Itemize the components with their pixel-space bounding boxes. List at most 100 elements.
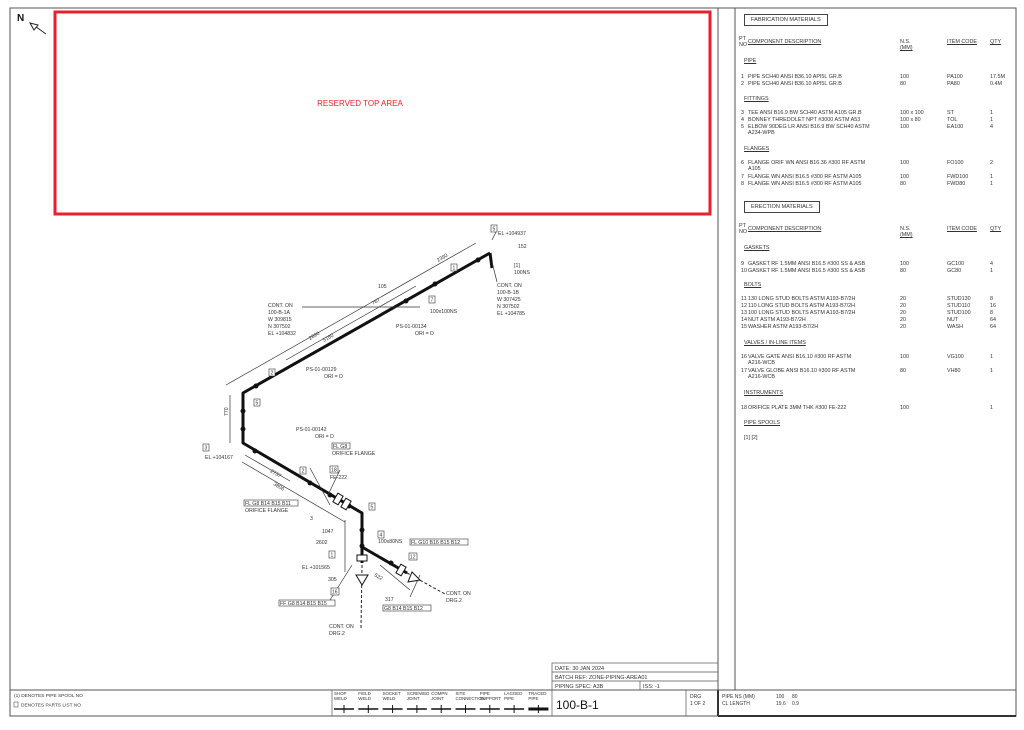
svg-text:ORI = D: ORI = D: [415, 331, 434, 337]
dimension-label: 3: [310, 516, 313, 522]
nominal-size: 100 x 100: [900, 110, 924, 116]
svg-text:PIPE: PIPE: [504, 696, 514, 701]
svg-text:COMPN: COMPN: [431, 691, 447, 696]
item-code: FWD80: [947, 181, 966, 187]
quantity: 1: [990, 110, 993, 116]
svg-text:TRACED: TRACED: [528, 691, 546, 696]
svg-text:N 307502: N 307502: [497, 304, 520, 310]
svg-text:100-B-1B: 100-B-1B: [497, 290, 519, 296]
spool-label: [1]: [514, 263, 520, 269]
part-number: 13: [741, 310, 747, 316]
component-description: A216-WCB: [748, 360, 775, 366]
svg-text:WELD: WELD: [383, 696, 396, 701]
component-description: PIPE SCH40 ANSI B36.10 API5L GR.B: [748, 74, 842, 80]
pipe-spool-links: [1] [2]: [744, 435, 758, 441]
instrument-tag: FE-222: [330, 475, 347, 481]
header-item-code: ITEM CODE: [947, 39, 977, 45]
nominal-size: 80: [900, 268, 906, 274]
item-code: FWD100: [947, 174, 969, 180]
nominal-size: 80: [900, 368, 906, 374]
section-header: BOLTS: [744, 282, 762, 288]
continuation-label: CONT. ON: [268, 303, 293, 309]
svg-text:ORI = D: ORI = D: [324, 374, 343, 380]
svg-text:PIPE: PIPE: [528, 696, 538, 701]
svg-text:SHOP: SHOP: [334, 691, 347, 696]
component-description: A105: [748, 166, 761, 172]
quantity: 2: [990, 160, 993, 166]
item-code: STUD130: [947, 296, 971, 302]
svg-text:EL +104785: EL +104785: [497, 311, 525, 317]
svg-text:JOINT: JOINT: [407, 696, 420, 701]
flange-label: ORIFICE FLANGE: [245, 508, 289, 514]
component-description: TEE ANSI B16.9 BW SCH40 ASTM A105 GR.B: [748, 110, 862, 116]
part-number: 15: [741, 324, 747, 330]
erection-materials-title: ERECTION MATERIALS: [744, 201, 820, 213]
header-no: NO: [739, 42, 748, 48]
item-code: GC80: [947, 268, 962, 274]
quantity: 4: [990, 124, 993, 130]
svg-text:JOINT: JOINT: [431, 696, 444, 701]
part-number: 6: [741, 160, 744, 166]
quantity: 0.4M: [990, 81, 1002, 87]
flange-symbols: [332, 492, 422, 586]
svg-text:19.6: 19.6: [776, 701, 786, 707]
support-label: PS-01-00129: [306, 367, 337, 373]
header-mm: (MM): [900, 232, 913, 238]
dimension-label: 2602: [316, 540, 328, 546]
header-ns: N.S.: [900, 39, 911, 45]
dimension-label: 2390: [436, 253, 449, 264]
header-no: NO: [739, 229, 748, 235]
component-description: GASKET RF 1.5MM ANSI B16.5 #300 SS & ASB: [748, 268, 866, 274]
item-code: VG100: [947, 354, 964, 360]
header-ns: N.S.: [900, 226, 911, 232]
component-description: 130 LONG STUD BOLTS ASTM A193-B7/2H: [748, 296, 856, 302]
nominal-size: 20: [900, 310, 906, 316]
dimension-label: 522: [373, 573, 384, 583]
nominal-size: 100: [900, 354, 909, 360]
quantity: 17.5M: [990, 74, 1005, 80]
header-item-code: ITEM CODE: [947, 226, 977, 232]
title-block-text: DATE: 30 JAN 2024 BATCH REF: ZONE-PIPING…: [555, 666, 660, 690]
header-description: COMPONENT DESCRIPTION: [748, 226, 822, 232]
flange-label: ORIFICE FLANGE: [332, 451, 376, 457]
part-number: 12: [741, 303, 747, 309]
quantity: 1: [990, 181, 993, 187]
component-description: 110 LONG STUD BOLTS ASTM A193-B7/2H: [748, 303, 856, 309]
reserved-top-area: [53, 10, 712, 216]
section-header: PIPE SPOOLS: [744, 420, 780, 426]
quantity: 8: [990, 296, 993, 302]
quantity: 8: [990, 310, 993, 316]
quantity: 1: [990, 368, 993, 374]
part-number: 11: [741, 296, 747, 302]
item-code: FO100: [947, 160, 964, 166]
title-block: [331, 662, 719, 716]
svg-text:FIELD: FIELD: [358, 691, 370, 696]
flange-tag: FF G8 B14 B15 B15: [280, 601, 327, 607]
svg-text:N 307502: N 307502: [268, 324, 291, 330]
part-number: 5: [741, 124, 744, 130]
part-number: 2: [741, 81, 744, 87]
svg-text:7: 7: [431, 298, 434, 304]
nominal-size: 100: [900, 160, 909, 166]
component-description: WASHER ASTM A193-B7/2H: [748, 324, 819, 330]
spool-note: (1) DENOTES PIPE SPOOL NO: [14, 693, 83, 699]
nominal-size: 100: [900, 261, 909, 267]
svg-text:80: 80: [792, 694, 798, 700]
header-qty: QTY: [990, 39, 1002, 45]
parts-note: DENOTES PARTS LIST NO: [21, 703, 81, 709]
part-number: 4: [741, 117, 744, 123]
drawing-annotations: EL +104937 152 [1] 100NS CONT. ON 100-B-…: [205, 231, 530, 637]
piping-spec: PIPING SPEC: A3B: [555, 684, 604, 690]
date-label: DATE: 30 JAN 2024: [555, 666, 604, 672]
section-header: FLANGES: [744, 146, 770, 152]
header-pt: PT: [739, 36, 746, 42]
part-number: 16: [741, 354, 747, 360]
component-description: PIPE SCH40 ANSI B36.10 API5L GR.B: [748, 81, 842, 87]
svg-text:2: 2: [302, 469, 305, 475]
section-header: PIPE: [744, 58, 757, 64]
drg-sheet: 1 OF 2: [690, 701, 706, 707]
nominal-size: 20: [900, 296, 906, 302]
